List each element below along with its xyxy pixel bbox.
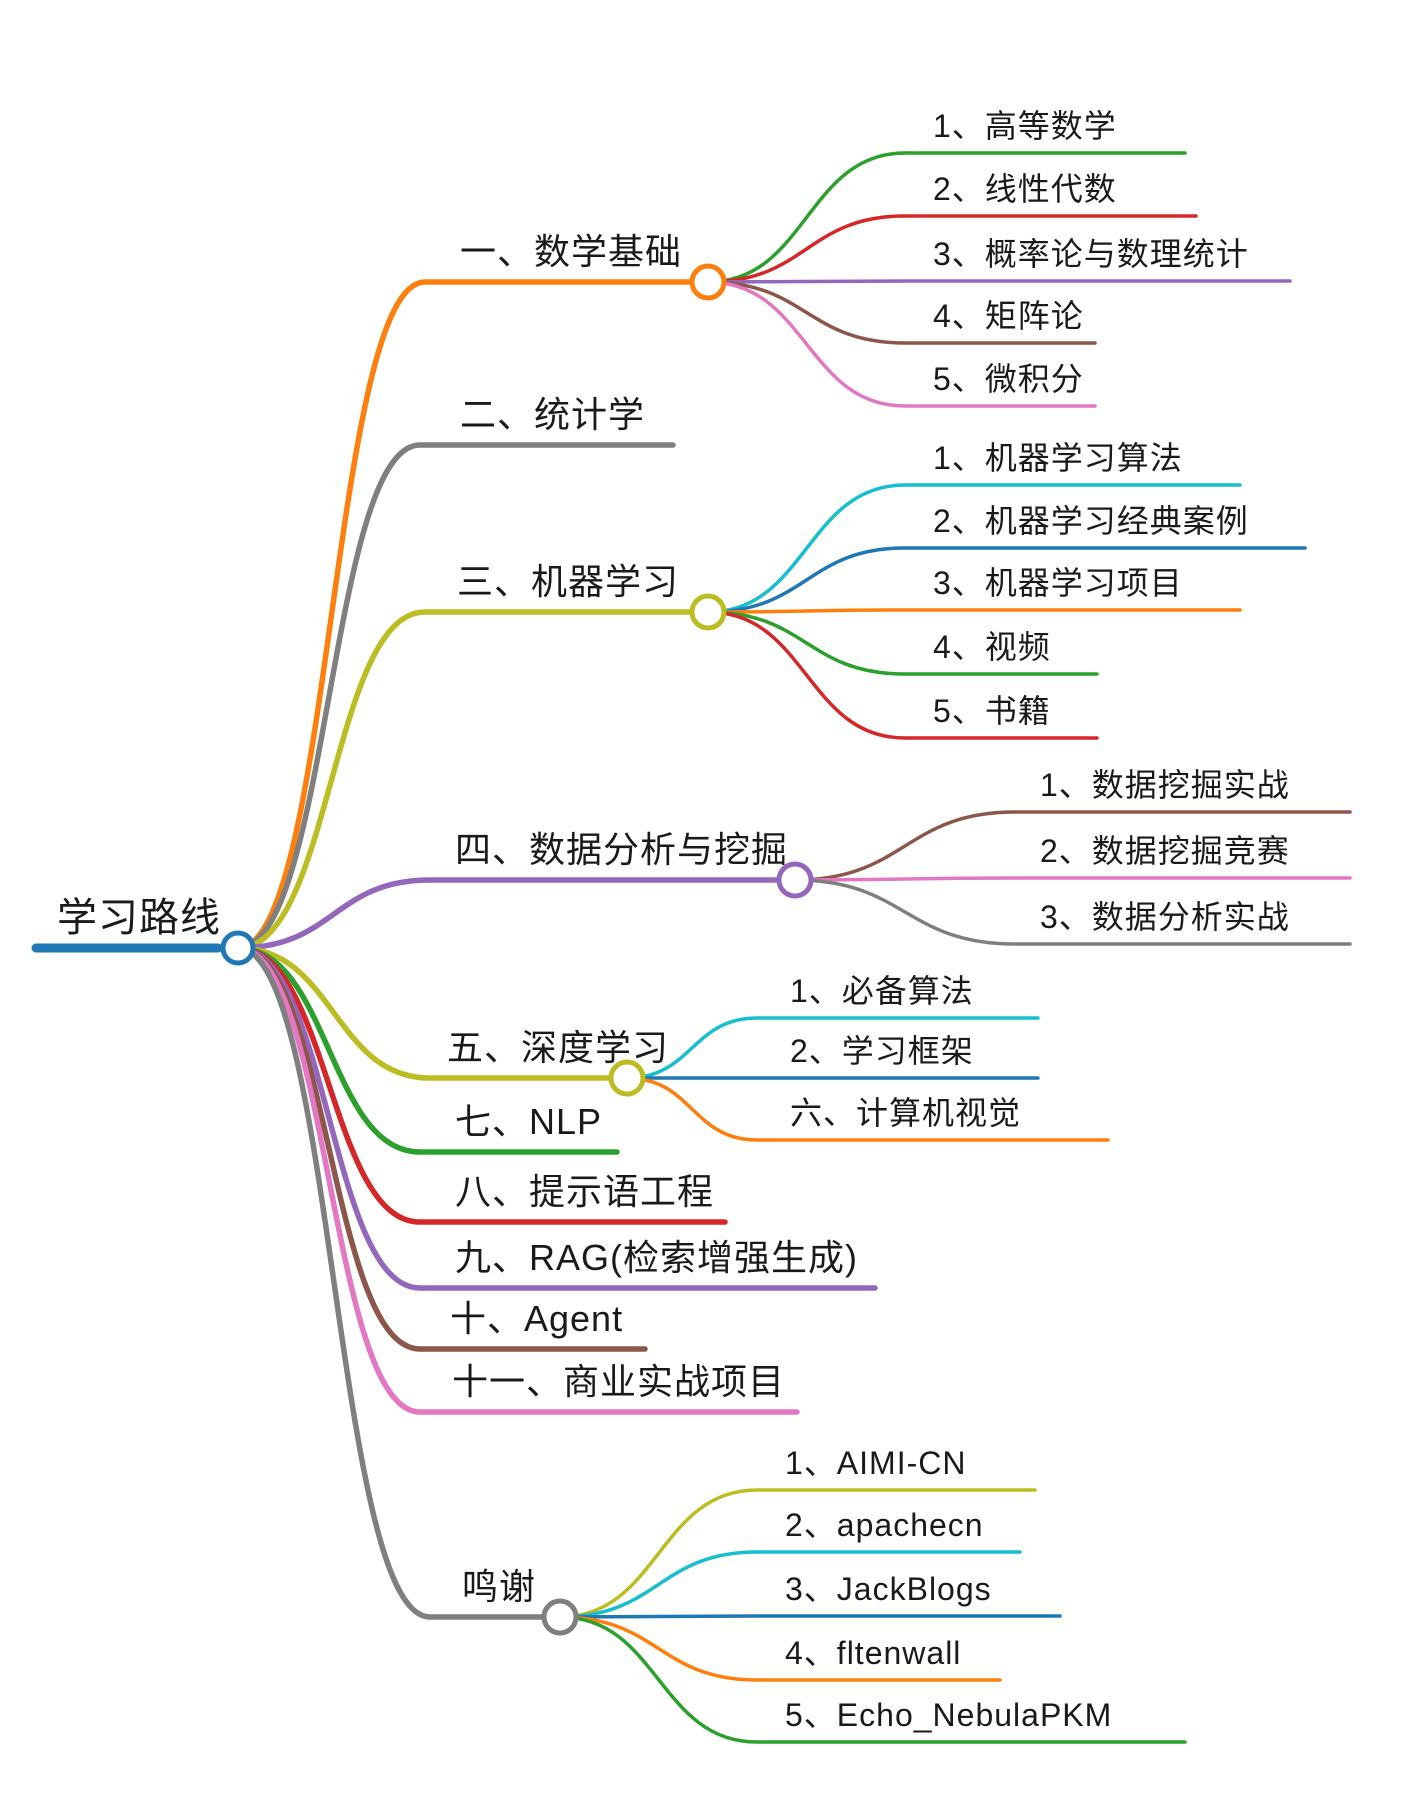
node-label[interactable]: 5、Echo_NebulaPKM bbox=[785, 1697, 1113, 1733]
node-label[interactable]: 4、矩阵论 bbox=[933, 298, 1084, 334]
node-label[interactable]: 1、数据挖掘实战 bbox=[1040, 767, 1290, 803]
branch-link bbox=[235, 945, 800, 1415]
node-label[interactable]: 4、视频 bbox=[933, 629, 1051, 665]
node-label[interactable]: 1、机器学习算法 bbox=[933, 440, 1183, 476]
node-collapse-circle[interactable] bbox=[689, 263, 727, 301]
node-label[interactable]: 鸣谢 bbox=[462, 1566, 537, 1607]
branch-link bbox=[558, 1550, 1022, 1619]
branch-link bbox=[706, 151, 1187, 284]
branch-link bbox=[706, 610, 1099, 676]
branch-link bbox=[625, 1076, 1110, 1142]
branch-link bbox=[706, 280, 1097, 408]
branch-link bbox=[793, 878, 1352, 946]
branch-link bbox=[706, 608, 1242, 614]
branch-link bbox=[558, 1615, 1187, 1744]
node-collapse-circle[interactable] bbox=[776, 861, 814, 899]
branch-link bbox=[558, 1488, 1037, 1619]
branch-link bbox=[706, 280, 1097, 345]
node-label[interactable]: 七、NLP bbox=[455, 1101, 603, 1142]
node-label[interactable]: 5、书籍 bbox=[933, 693, 1051, 729]
branch-link bbox=[793, 810, 1352, 882]
node-label[interactable]: 2、机器学习经典案例 bbox=[933, 503, 1249, 539]
node-label[interactable]: 九、RAG(检索增强生成) bbox=[455, 1237, 858, 1278]
branch-link bbox=[235, 279, 693, 951]
node-label[interactable]: 1、高等数学 bbox=[933, 108, 1117, 144]
node-collapse-circle[interactable] bbox=[541, 1598, 579, 1636]
branch-link bbox=[235, 877, 780, 951]
branch-link bbox=[706, 279, 1292, 284]
node-label[interactable]: 八、提示语工程 bbox=[455, 1171, 715, 1212]
node-collapse-circle[interactable] bbox=[689, 593, 727, 631]
node-label[interactable]: 3、数据分析实战 bbox=[1040, 899, 1290, 935]
branch-link bbox=[706, 483, 1242, 614]
node-label[interactable]: 4、fltenwall bbox=[785, 1635, 962, 1671]
node-label[interactable]: 2、数据挖掘竞赛 bbox=[1040, 833, 1290, 869]
branch-link bbox=[706, 214, 1198, 284]
node-label[interactable]: 学习路线 bbox=[57, 896, 221, 940]
branch-link bbox=[235, 945, 545, 1620]
node-label[interactable]: 1、AIMI-CN bbox=[785, 1445, 967, 1481]
branch-link bbox=[558, 1615, 1002, 1682]
node-label[interactable]: 2、学习框架 bbox=[790, 1033, 974, 1069]
node-label[interactable]: 五、深度学习 bbox=[447, 1027, 670, 1068]
node-label[interactable]: 1、必备算法 bbox=[790, 973, 974, 1009]
branch-link bbox=[793, 876, 1352, 882]
branch-link bbox=[235, 609, 693, 951]
node-label[interactable]: 一、数学基础 bbox=[460, 231, 683, 272]
node-label[interactable]: 二、统计学 bbox=[460, 394, 646, 435]
node-label[interactable]: 2、线性代数 bbox=[933, 171, 1117, 207]
branch-link bbox=[625, 1016, 1040, 1080]
node-label[interactable]: 六、计算机视觉 bbox=[790, 1095, 1022, 1131]
node-label[interactable]: 十、Agent bbox=[450, 1298, 624, 1339]
branch-link bbox=[235, 945, 612, 1081]
branch-link bbox=[706, 546, 1307, 614]
node-label[interactable]: 十一、商业实战项目 bbox=[452, 1361, 786, 1402]
node-collapse-circle[interactable] bbox=[220, 930, 256, 966]
branch-link bbox=[235, 945, 620, 1155]
node-label[interactable]: 3、机器学习项目 bbox=[933, 565, 1183, 601]
node-label[interactable]: 3、JackBlogs bbox=[785, 1571, 992, 1607]
branch-link bbox=[706, 610, 1099, 740]
node-label[interactable]: 5、微积分 bbox=[933, 361, 1084, 397]
node-collapse-circle[interactable] bbox=[608, 1059, 646, 1097]
node-label[interactable]: 3、概率论与数理统计 bbox=[933, 236, 1249, 272]
branch-link bbox=[558, 1614, 1062, 1619]
node-label[interactable]: 2、apachecn bbox=[785, 1507, 984, 1543]
node-label[interactable]: 三、机器学习 bbox=[457, 561, 680, 602]
branch-link bbox=[235, 442, 676, 951]
node-label[interactable]: 四、数据分析与挖掘 bbox=[455, 829, 789, 870]
